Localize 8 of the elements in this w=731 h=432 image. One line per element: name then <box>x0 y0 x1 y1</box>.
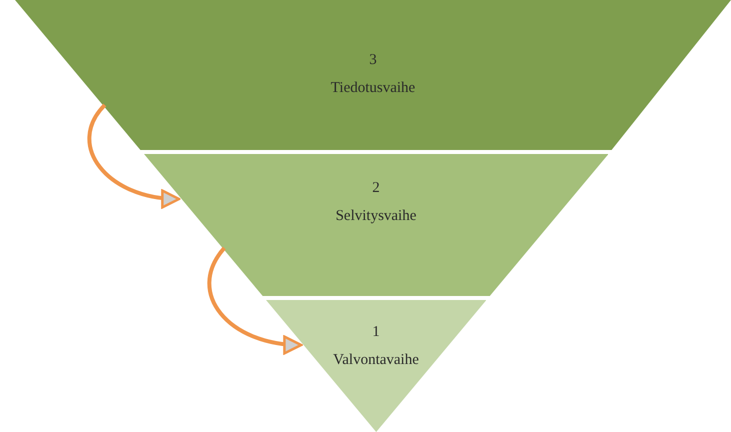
stage-label: Selvitysvaihe <box>336 208 416 225</box>
curved-arrow <box>207 246 302 354</box>
stage-number: 2 <box>372 180 380 197</box>
curved-arrow <box>87 104 180 208</box>
stage-number: 1 <box>372 324 380 341</box>
stage-label: Tiedotusvaihe <box>330 80 416 97</box>
stage-number: 3 <box>369 52 377 69</box>
stage-label: Valvontavaihe <box>333 352 419 369</box>
